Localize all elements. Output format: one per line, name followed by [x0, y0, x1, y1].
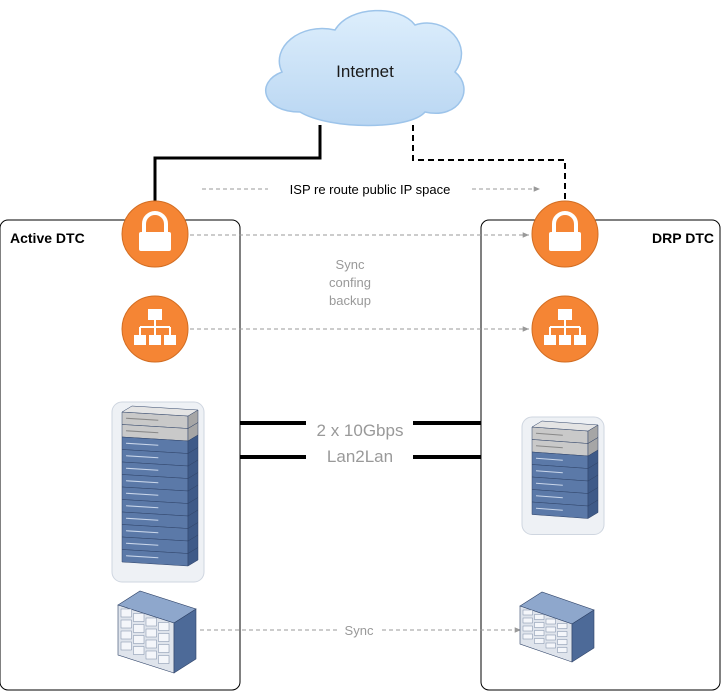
active-storage-array[interactable]	[117, 590, 197, 674]
drp-load-balancer[interactable]	[531, 295, 599, 363]
active-firewall[interactable]	[121, 200, 189, 268]
storage-sync-label-bg	[338, 621, 380, 639]
sync-config-line-2: confing	[329, 275, 371, 290]
storage-sync-label: Sync	[345, 623, 374, 638]
hierarchy-icon	[134, 309, 176, 345]
drp-server-rack[interactable]	[521, 416, 605, 535]
storage-array-icon	[117, 590, 197, 674]
internet-cloud-icon[interactable]	[264, 9, 465, 127]
server-rack-icon	[111, 401, 205, 583]
drp-internet-link-standby	[412, 125, 566, 203]
active-load-balancer[interactable]	[121, 295, 189, 363]
hierarchy-icon	[544, 309, 586, 345]
active-internet-link	[153, 125, 322, 203]
link-type-label: Lan2Lan	[327, 447, 393, 466]
drp-dtc-label: DRP DTC	[652, 230, 714, 246]
lock-icon	[139, 211, 171, 251]
storage-array-icon	[519, 591, 595, 663]
active-server-rack[interactable]	[111, 401, 205, 583]
server-rack-icon	[521, 416, 605, 535]
link-capacity-label: 2 x 10Gbps	[317, 421, 404, 440]
sync-config-line-3: backup	[329, 293, 371, 308]
lock-icon	[549, 211, 581, 251]
sync-config-line-1: Sync	[336, 257, 365, 272]
active-dtc-label: Active DTC	[10, 230, 85, 246]
drp-storage-array[interactable]	[519, 591, 595, 663]
drp-firewall[interactable]	[531, 200, 599, 268]
isp-reroute-label: ISP re route public IP space	[290, 182, 451, 197]
internet-label: Internet	[336, 62, 394, 81]
